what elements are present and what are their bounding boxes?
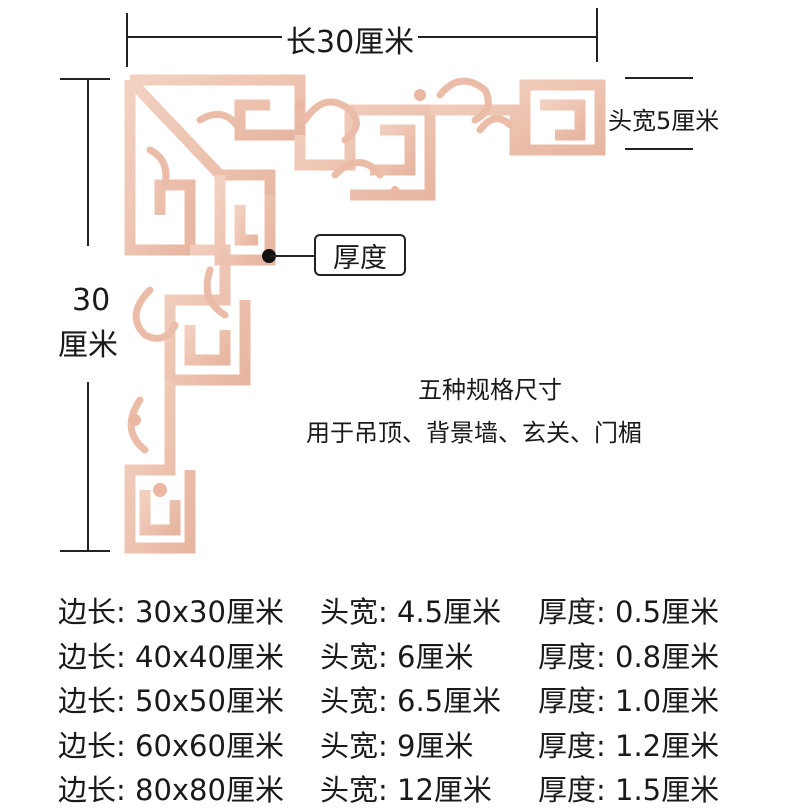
head-width-bottom-tick [625,148,693,150]
spec-side: 边长: 60x60厘米 [58,728,284,763]
side-length-number: 30 [72,283,111,318]
spec-side: 边长: 50x50厘米 [58,684,284,719]
spec-row: 边长: 80x80厘米 头宽: 12厘米 厚度: 1.5厘米 [58,766,748,811]
spec-thickness: 厚度: 1.0厘米 [538,684,720,719]
thickness-pointer-dot [262,249,276,263]
left-dimension-line-lower [87,382,89,550]
spec-row: 边长: 40x40厘米 头宽: 6厘米 厚度: 0.8厘米 [58,633,748,678]
head-width-label: 头宽5厘米 [608,107,720,135]
spec-row: 边长: 30x30厘米 头宽: 4.5厘米 厚度: 0.5厘米 [58,588,748,633]
head-width-top-tick [625,77,693,79]
side-length-unit: 厘米 [58,328,118,363]
thickness-pointer-line [270,255,315,257]
usage-text: 用于吊顶、背景墙、玄关、门楣 [306,419,642,447]
spec-row: 边长: 60x60厘米 头宽: 9厘米 厚度: 1.2厘米 [58,722,748,767]
spec-thickness: 厚度: 0.8厘米 [538,639,720,674]
spec-row: 边长: 50x50厘米 头宽: 6.5厘米 厚度: 1.0厘米 [58,677,748,722]
spec-side: 边长: 80x80厘米 [58,773,284,808]
spec-side: 边长: 30x30厘米 [58,595,284,630]
spec-title: 五种规格尺寸 [418,376,562,404]
left-dimension-line-upper [87,78,89,246]
left-dimension-top-tick [60,78,110,80]
spec-head: 头宽: 4.5厘米 [320,595,502,630]
length-label: 长30厘米 [282,17,419,61]
spec-side: 边长: 40x40厘米 [58,639,284,674]
spec-head: 头宽: 9厘米 [320,728,474,763]
spec-thickness: 厚度: 0.5厘米 [538,595,720,630]
top-dimension-left-tick [126,13,128,67]
spec-thickness: 厚度: 1.5厘米 [538,773,720,808]
spec-head: 头宽: 6厘米 [320,639,474,674]
thickness-callout-label: 厚度 [333,242,387,274]
thickness-callout-box: 厚度 [314,234,406,276]
spec-table: 边长: 30x30厘米 头宽: 4.5厘米 厚度: 0.5厘米 边长: 40x4… [58,588,748,811]
top-dimension-right-tick [596,8,598,62]
spec-head: 头宽: 12厘米 [320,773,492,808]
spec-thickness: 厚度: 1.2厘米 [538,728,720,763]
left-dimension-bottom-tick [60,550,110,552]
spec-head: 头宽: 6.5厘米 [320,684,502,719]
